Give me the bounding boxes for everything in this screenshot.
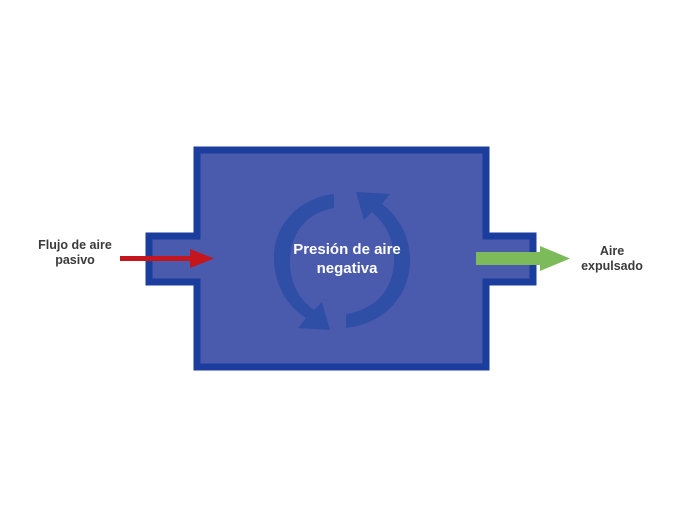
circular-arrow-left — [273, 194, 334, 330]
center-label-line1: Presión de aire — [293, 241, 401, 258]
center-label-line2: negativa — [316, 260, 378, 277]
inlet-label-line2: pasivo — [55, 253, 95, 267]
outlet-arrow-icon — [476, 246, 570, 271]
outlet-label-line2: expulsado — [581, 259, 643, 273]
inlet-arrow-icon — [120, 249, 214, 268]
circular-flow-icon — [273, 192, 410, 330]
inlet-label-line1: Flujo de aire — [38, 238, 112, 252]
outlet-label: Aire expulsado — [560, 244, 664, 274]
circular-arrow-right — [346, 192, 410, 328]
outlet-label-line1: Aire — [599, 244, 625, 258]
inlet-label: Flujo de aire pasivo — [20, 238, 130, 268]
center-label: Presión de aire negativa — [262, 240, 432, 278]
chamber-box — [145, 146, 537, 371]
